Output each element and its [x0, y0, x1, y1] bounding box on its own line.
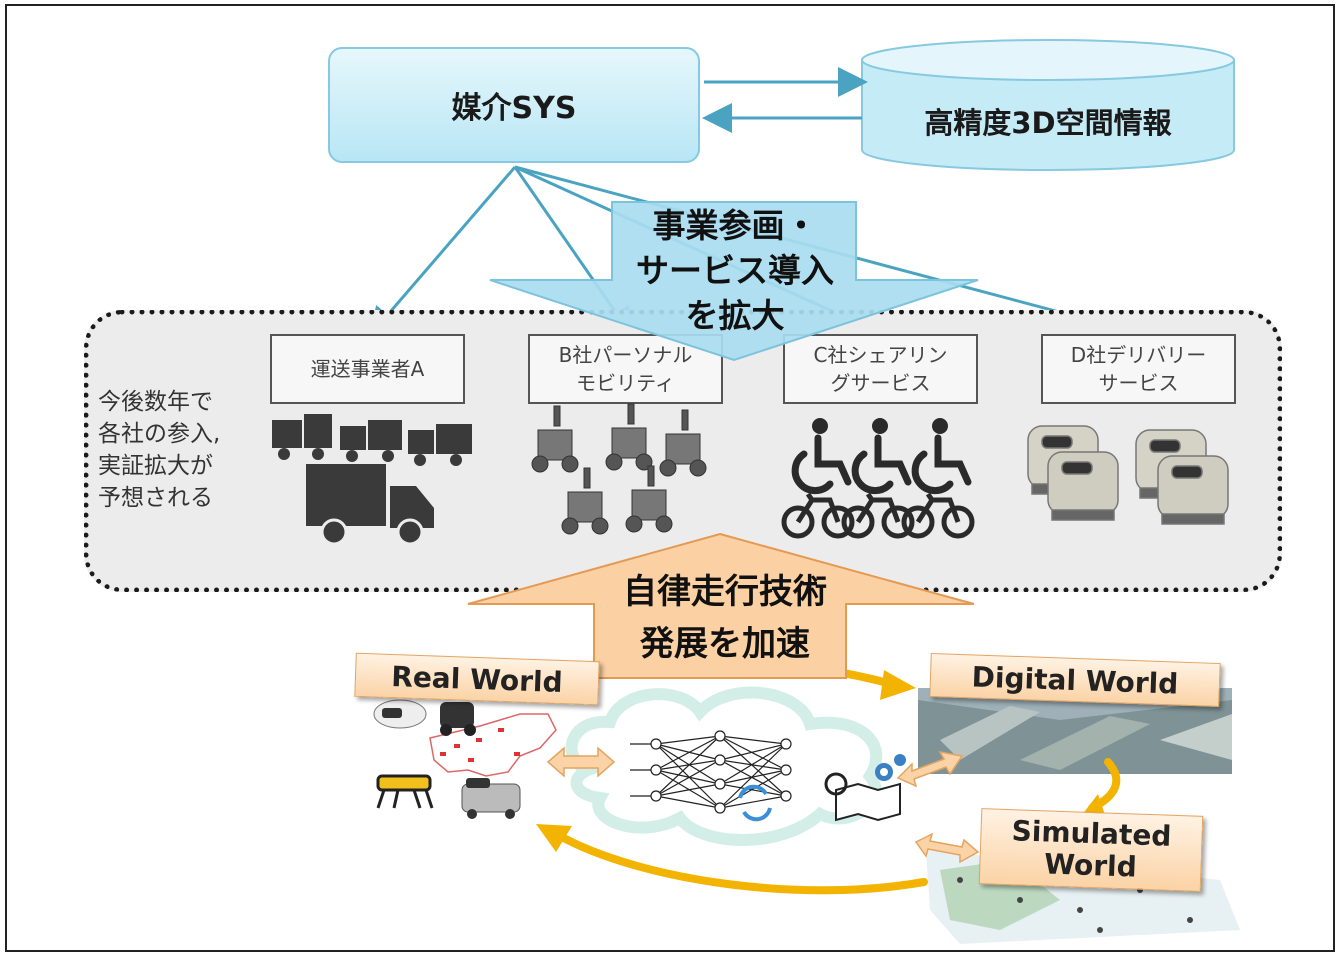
region-note-line: 各社の参入, — [98, 421, 221, 447]
company-label: D社デリバリー — [1070, 343, 1207, 367]
expand-line: サービス導入 — [636, 251, 834, 290]
real-world-label: Real World — [354, 652, 600, 706]
accelerate-arrow — [467, 532, 975, 679]
media-sys-label: 媒介SYS — [451, 91, 577, 126]
wheelchair-mobility-icon — [531, 403, 707, 535]
accelerate-line: 発展を加速 — [640, 624, 810, 664]
gear-icon — [875, 754, 906, 781]
accelerate-text: 自律走行技術 発展を加速 — [580, 566, 870, 670]
sync-icon — [738, 784, 772, 822]
company-box-a: 運送事業者A — [270, 334, 465, 404]
delivery-robot-icon — [461, 778, 521, 819]
neural-network-icon — [630, 730, 792, 814]
expand-line: 事業参画・ — [652, 206, 818, 245]
exchange-arrow-left — [546, 746, 616, 778]
region-note-line: 予想される — [98, 485, 213, 511]
japan-map-icon — [429, 713, 557, 777]
company-label: グサービス — [830, 371, 931, 395]
delivery-robot-icon — [1027, 425, 1229, 525]
company-label: C社シェアリン — [813, 343, 948, 367]
expand-participation-text: 事業参画・ サービス導入 を拡大 — [560, 203, 910, 338]
region-note-line: 今後数年で — [98, 389, 213, 415]
simulated-world-label: Simulated World — [978, 808, 1204, 892]
wheelchair-user-icon — [781, 418, 975, 539]
digital-world-image — [918, 688, 1232, 774]
mobility-devices-icon — [373, 699, 476, 736]
expand-line: を拡大 — [685, 296, 785, 335]
database-cylinder — [861, 39, 1235, 171]
media-sys-box: 媒介SYS — [328, 47, 700, 163]
company-label: B社パーソナル — [558, 343, 693, 367]
map-icon — [824, 772, 901, 822]
company-box-d: D社デリバリーサービス — [1041, 334, 1236, 404]
company-label: モビリティ — [576, 371, 675, 395]
company-label: 運送事業者A — [310, 357, 425, 381]
cloud-icon — [565, 686, 883, 846]
region-note-line: 実証拡大が — [98, 453, 213, 479]
expand-participation-arrow — [489, 201, 979, 362]
company-label: サービス — [1098, 371, 1179, 395]
database-label: 高精度3D空間情報 — [924, 106, 1172, 140]
slide-frame — [5, 4, 1335, 952]
simulated-world-line: Simulated — [1011, 814, 1172, 853]
link-to-company-a — [368, 166, 517, 338]
accelerate-line: 自律走行技術 — [623, 572, 827, 612]
robot-dog-icon — [376, 774, 434, 809]
company-box-c: C社シェアリングサービス — [783, 334, 978, 404]
bicycle-icon — [781, 492, 975, 539]
exchange-arrow-digital — [896, 750, 964, 788]
truck-icon — [272, 414, 472, 546]
simulated-world-line: World — [1043, 847, 1138, 884]
region-note: 今後数年で 各社の参入, 実証拡大が 予想される — [98, 386, 258, 514]
exchange-arrow-simulated — [914, 832, 980, 864]
